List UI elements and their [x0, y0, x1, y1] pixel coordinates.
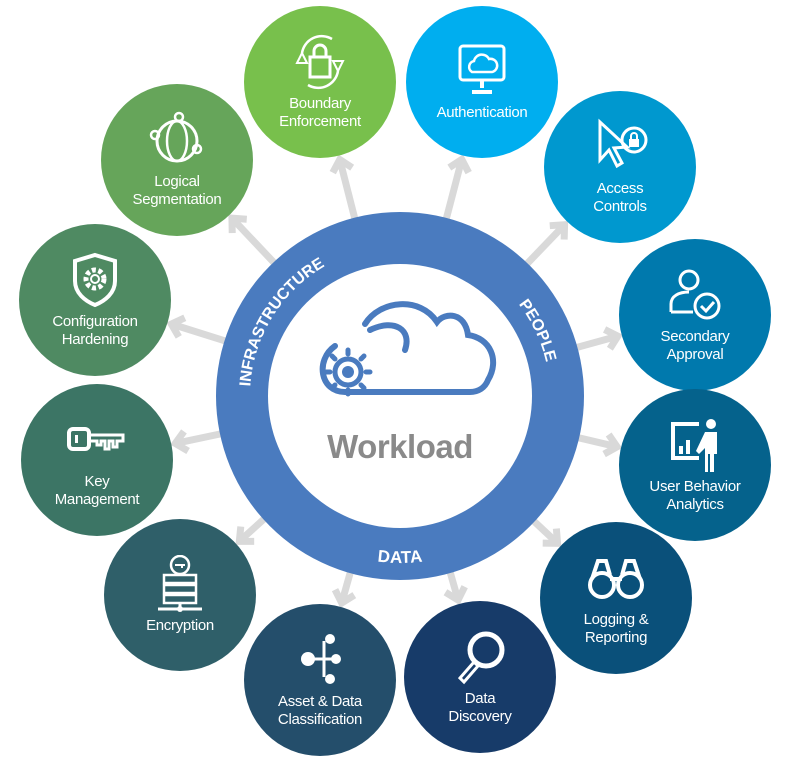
presenter-chart-icon	[671, 419, 717, 472]
arrowhead	[447, 154, 472, 175]
node-label: Encryption	[146, 617, 214, 634]
node-label: Logging & Reporting	[583, 611, 649, 646]
magnifier-icon	[457, 631, 505, 685]
node-label: Boundary Enforcement	[279, 95, 361, 130]
workload-title: Workload	[327, 428, 473, 465]
arrowhead	[228, 214, 248, 234]
user-check-icon	[669, 269, 721, 320]
node-label: Authentication	[436, 104, 528, 121]
cursor-lock-icon	[598, 118, 648, 169]
shield-gear-icon	[73, 252, 117, 308]
node-label: Data Discovery	[448, 690, 512, 725]
node-data-discovery: Data Discovery	[404, 601, 556, 753]
arrowhead	[235, 526, 255, 545]
node-logical-segmentation: Logical Segmentation	[101, 84, 253, 236]
binoculars-icon	[588, 559, 644, 599]
node-logging-reporting: Logging & Reporting	[540, 522, 692, 674]
node-boundary-enforcement: Boundary Enforcement	[244, 6, 396, 158]
node-label: Secondary Approval	[660, 328, 730, 363]
arrowhead	[331, 588, 357, 609]
node-asset-data-classification: Asset & Data Classification	[244, 604, 396, 756]
arrowhead	[542, 528, 562, 547]
node-access-controls: Access Controls	[544, 91, 696, 243]
node-label: Asset & Data Classification	[277, 693, 363, 728]
arrowhead	[602, 432, 623, 458]
node-label: Logical Segmentation	[132, 173, 222, 208]
node-configuration-hardening: Configuration Hardening	[19, 224, 171, 376]
cloud-gear-icon	[319, 301, 497, 397]
node-authentication: Authentication	[406, 6, 558, 158]
node-key-management: Key Management	[21, 384, 173, 536]
monitor-cloud-icon	[458, 44, 506, 94]
arrowhead	[549, 220, 569, 240]
arrowhead	[166, 314, 187, 339]
node-secondary-approval: Secondary Approval	[619, 239, 771, 391]
node-user-behavior-analytics: User Behavior Analytics	[619, 389, 771, 541]
network-globe-icon	[149, 111, 203, 163]
arrowhead	[603, 326, 623, 351]
node-label: Access Controls	[593, 180, 647, 215]
lock-cycle-icon	[295, 34, 345, 90]
branch-nodes-icon	[301, 634, 341, 684]
node-label: Configuration Hardening	[52, 313, 138, 348]
arrowhead	[443, 585, 468, 606]
arrowhead	[329, 154, 355, 175]
node-encryption: Encryption	[104, 519, 256, 671]
arrowhead	[170, 429, 190, 454]
node-label: Key Management	[54, 473, 140, 508]
server-key-icon	[158, 555, 202, 612]
key-icon	[67, 427, 125, 451]
ring-label-data: DATA	[377, 547, 423, 567]
node-label: User Behavior Analytics	[649, 478, 741, 513]
